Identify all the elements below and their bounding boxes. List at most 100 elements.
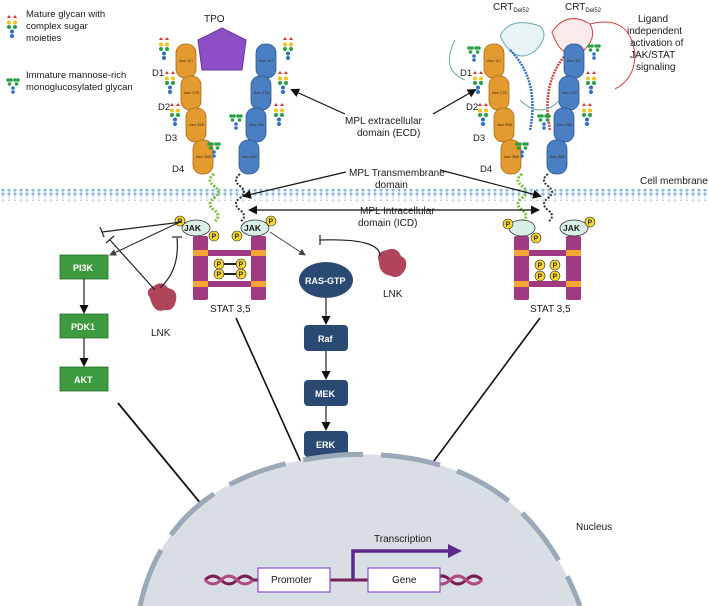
left-tm-helix-black (235, 173, 245, 223)
svg-text:P: P (553, 274, 558, 281)
svg-text:P: P (553, 263, 558, 270)
svg-text:P: P (235, 234, 240, 241)
mek-label: MEK (315, 389, 336, 399)
ecd-label-line2: domain (ECD) (357, 128, 420, 139)
erk-box (304, 431, 348, 457)
svg-text:Asn 298: Asn 298 (497, 122, 512, 127)
svg-text:P: P (538, 274, 543, 281)
svg-text:Asn 358: Asn 358 (550, 154, 565, 159)
cell-membrane-label: Cell membrane (640, 176, 708, 187)
icd-label-line2: domain (ICD) (358, 218, 417, 229)
transcription-label: Transcription (374, 534, 431, 545)
immature-glycan-icon (6, 78, 20, 94)
akt-box (59, 366, 109, 392)
tpo-ligand (197, 27, 247, 71)
svg-text:Asn 117: Asn 117 (259, 58, 274, 63)
stat-left-chain-b (251, 236, 266, 300)
svg-text:P: P (506, 222, 511, 229)
domain-d2-label: D2 (158, 102, 170, 113)
svg-text:Asn 178: Asn 178 (184, 90, 199, 95)
ligand-independent-line2: independent (627, 26, 682, 37)
erk-label: ERK (316, 440, 336, 450)
svg-text:Asn 117: Asn 117 (179, 58, 194, 63)
svg-text:Asn 178: Asn 178 (254, 90, 269, 95)
svg-text:JAK: JAK (244, 223, 262, 233)
mpl-orange-chain-right: Asn 117 Asn 178 Asn 298 Asn 358 (483, 43, 522, 175)
svg-text:P: P (588, 220, 593, 227)
nucleus-label: Nucleus (576, 522, 612, 533)
lnk-left-icon (147, 283, 177, 311)
pdk1-box (59, 313, 109, 339)
tpo-label: TPO (204, 14, 225, 25)
mpl-receptor-left: TPO Asn 117 Asn 178 Asn 298 Asn 358 Asn … (152, 14, 293, 224)
svg-text:Asn 298: Asn 298 (557, 122, 572, 127)
icd-label-line1: MPL Intracellular (360, 206, 435, 217)
svg-text:Asn 178: Asn 178 (492, 90, 507, 95)
raf-box (304, 325, 348, 351)
ras-gtp-node (299, 262, 353, 298)
svg-text:Asn 117: Asn 117 (567, 58, 582, 63)
left-tm-helix-green (208, 172, 220, 224)
svg-text:Asn 358: Asn 358 (242, 154, 257, 159)
legend-immature-line2: monoglucosylated glycan (26, 82, 133, 93)
legend-mature-line2: complex sugar (26, 21, 88, 32)
legend: Mature glycan with complex sugar moietie… (6, 9, 133, 94)
domain-d3-label: D3 (165, 133, 177, 144)
tm-label-line1: MPL Transmembrane (349, 168, 445, 179)
jak-right-b (559, 219, 589, 237)
svg-text:Asn 178: Asn 178 (562, 90, 577, 95)
svg-text:P: P (534, 236, 539, 243)
nucleus-body (140, 454, 580, 606)
domain-d2-label-right: D2 (466, 102, 478, 113)
ligand-independent-line5: signaling (636, 62, 675, 73)
svg-text:P: P (239, 262, 244, 269)
receptor-region-labels: MPL extracellular domain (ECD) MPL Trans… (242, 88, 542, 229)
ecd-label-line1: MPL extracellular (345, 116, 423, 127)
svg-text:JAK: JAK (563, 223, 581, 233)
domain-d1-label: D1 (152, 68, 164, 79)
pi3k-label: PI3K (73, 263, 94, 273)
lnk-right-icon (378, 248, 407, 278)
legend-mature-line1: Mature glycan with (26, 9, 105, 20)
crt-left-label: CRTDel52 (493, 2, 530, 14)
right-jak-stat-complex: P P P P JAK P P P STAT 3,5 (502, 216, 596, 315)
svg-text:Asn 298: Asn 298 (249, 122, 264, 127)
left-jak-stat-complex: P P P P JAK JAK P P P P STAT 3,5 (174, 215, 277, 315)
svg-text:Asn 298: Asn 298 (189, 122, 204, 127)
gene-label: Gene (392, 575, 417, 586)
domain-d4-label: D4 (172, 164, 184, 175)
jak-left-b (240, 219, 270, 237)
jak-left-a (181, 219, 211, 237)
mpl-orange-chain: Asn 117 Asn 178 Asn 298 Asn 358 (175, 43, 214, 175)
svg-text:Asn 117: Asn 117 (487, 58, 502, 63)
lnk-right-label: LNK (383, 289, 403, 300)
domain-d4-label-right: D4 (480, 164, 492, 175)
ligand-independent-line1: Ligand (638, 14, 668, 25)
domain-d1-label-right: D1 (460, 68, 472, 79)
svg-text:P: P (217, 272, 222, 279)
svg-text:P: P (217, 262, 222, 269)
lnk-left-label: LNK (151, 328, 171, 339)
domain-d3-label-right: D3 (473, 133, 485, 144)
svg-text:P: P (239, 272, 244, 279)
svg-text:JAK: JAK (184, 223, 202, 233)
svg-text:P: P (538, 263, 543, 270)
stat-right-label: STAT 3,5 (530, 304, 571, 315)
pdk1-label: PDK1 (71, 322, 95, 332)
mpl-receptor-right: CRTDel52 CRTDel52 Asn 117 Asn 178 Asn 29… (448, 2, 684, 224)
svg-text:Asn 358: Asn 358 (196, 154, 211, 159)
svg-text:P: P (269, 219, 274, 226)
ligand-independent-line3: activation of (630, 38, 684, 49)
crt-left-loop (499, 22, 545, 57)
lnk-right: LNK (378, 248, 407, 300)
raf-label: Raf (318, 334, 334, 344)
crt-right-label: CRTDel52 (565, 2, 602, 14)
lnk-left: LNK (147, 283, 177, 339)
legend-mature-line3: moieties (26, 33, 62, 44)
svg-text:Asn 358: Asn 358 (504, 154, 519, 159)
cell-membrane (0, 189, 709, 201)
mature-glycan-icon (7, 15, 17, 38)
nuclear-envelope (137, 451, 583, 606)
nucleus: Nucleus Promoter Gene Transcription (137, 451, 612, 606)
